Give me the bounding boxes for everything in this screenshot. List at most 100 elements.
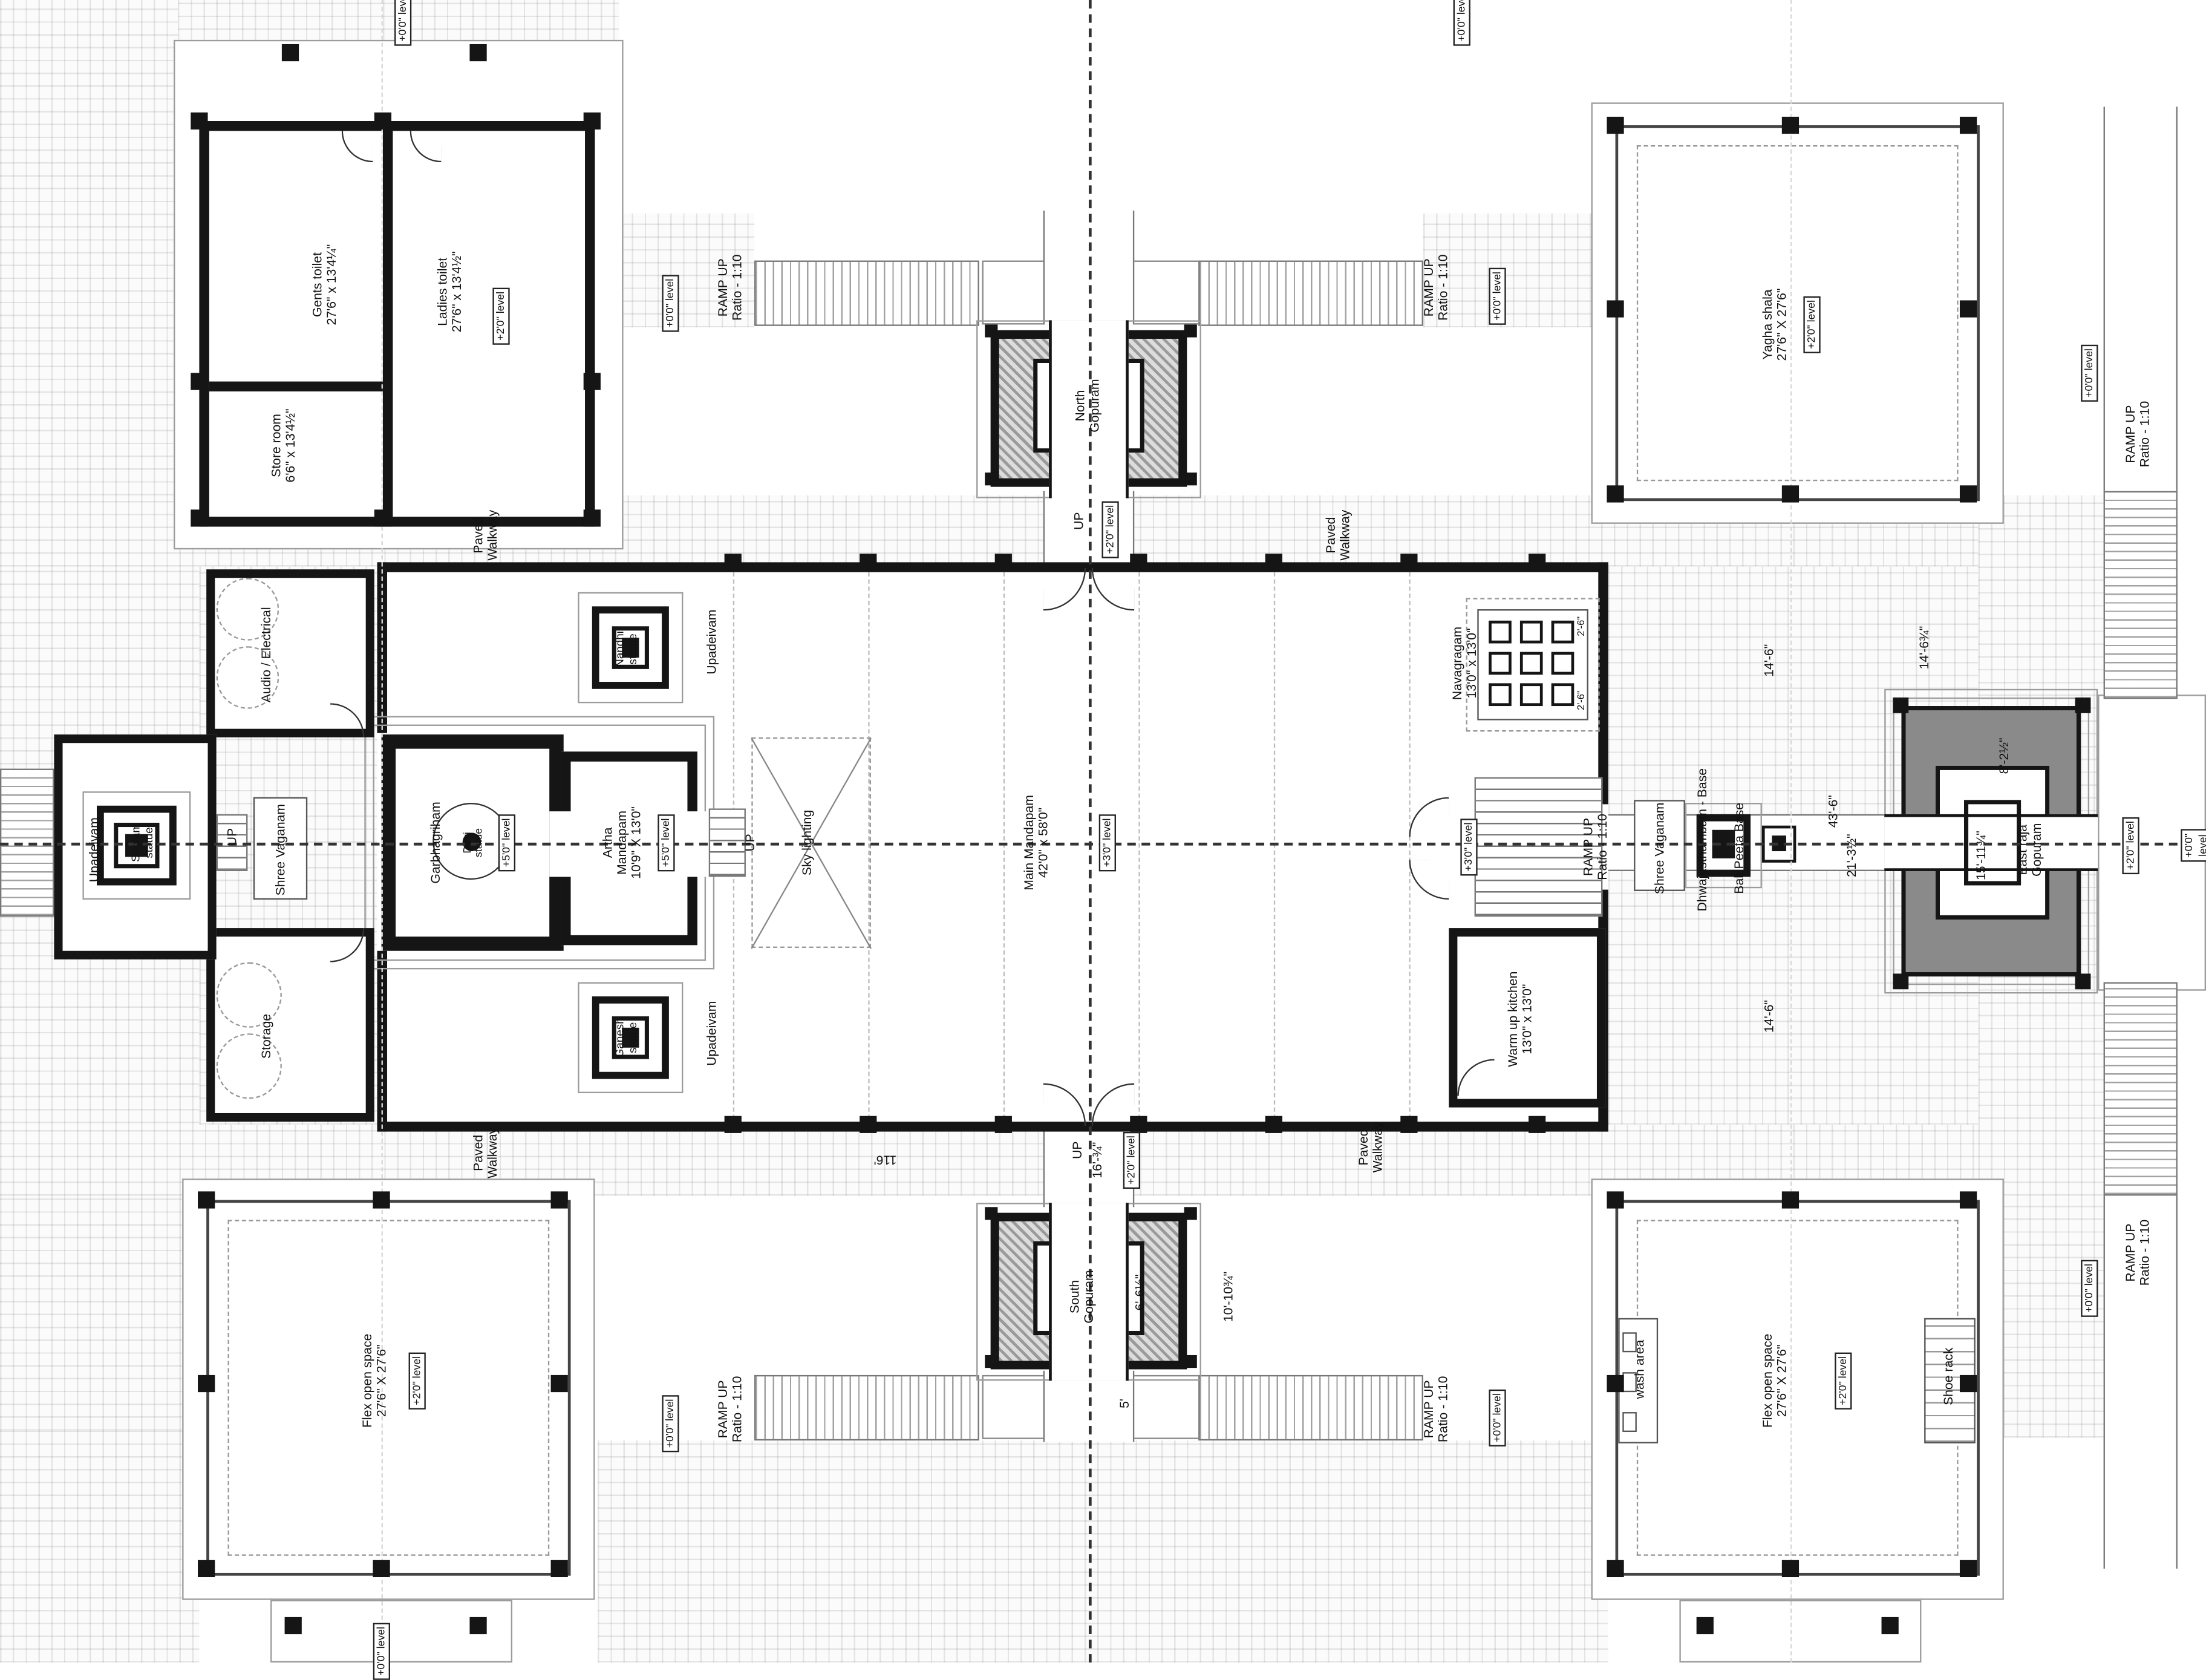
- label-level-east-north: +0'0" level: [2081, 344, 2098, 402]
- label-nandhi-statue: Nandhi statue: [613, 631, 639, 667]
- column: [724, 1116, 742, 1133]
- column: [191, 509, 208, 527]
- label-ganesh-statue: Ganesh statue: [613, 1018, 639, 1058]
- label-level-north-corridor: +2'0" level: [1101, 500, 1119, 558]
- label-flex-open-space-sw: Flex open space 27'6" X 27'6": [360, 1333, 389, 1428]
- column: [1781, 1560, 1800, 1578]
- column: [985, 472, 998, 486]
- column: [469, 1616, 487, 1635]
- ganesh-shrine-core: [622, 1027, 639, 1048]
- column: [583, 509, 601, 527]
- label-level-east-south: +0'0" level: [2081, 1259, 2098, 1317]
- column: [2075, 973, 2091, 990]
- label-paved-walkway-se: Paved Walkway: [1356, 1122, 1385, 1173]
- paving-bottom-left: [0, 1430, 200, 1663]
- label-dim-8-2: 8'-2½": [1997, 737, 2011, 774]
- column: [1607, 1560, 1624, 1578]
- dhwajasthambam-base: [1696, 814, 1751, 877]
- column: [550, 1191, 568, 1209]
- statue-core: [462, 832, 481, 852]
- column: [1959, 116, 1977, 134]
- column: [2075, 697, 2091, 713]
- construction-line: [381, 0, 383, 1663]
- column: [1893, 973, 1909, 990]
- column: [1529, 554, 1546, 571]
- navagragam-dashed-outline: [1466, 598, 1600, 732]
- label-ladies-toilet: Ladies toilet 27'6" x 13'4½": [435, 251, 465, 333]
- label-paved-walkway-ne: Paved Walkway: [1323, 509, 1353, 561]
- column: [550, 1560, 568, 1578]
- label-paved-walkway-sw: Paved Walkway: [471, 1127, 500, 1178]
- column: [583, 112, 601, 130]
- column: [994, 554, 1012, 571]
- column: [1607, 1374, 1624, 1393]
- label-artha-mandapam: Artha Mandapam 10'9" X 13'0": [600, 806, 644, 879]
- skylight-box: [751, 737, 871, 949]
- column: [1400, 1116, 1418, 1133]
- axis-vertical: [1088, 0, 1092, 1663]
- shree-vaganam-platform-east: [1634, 800, 1685, 891]
- column: [374, 509, 392, 527]
- storage-dashed-circle: [216, 1033, 282, 1099]
- column: [985, 324, 998, 338]
- label-level-east-gopuram: +2'0" level: [2122, 817, 2139, 875]
- column: [1184, 1207, 1197, 1220]
- label-upadeivam-west: Upadeivam: [86, 817, 101, 883]
- label-level-bottom-left: +0'0" level: [373, 1622, 390, 1680]
- label-level-east-entry: +0'0" level: [2181, 829, 2206, 862]
- label-shoe-rack: Shoe rack: [1941, 1347, 1956, 1405]
- label-ramp-up-interior: RAMP UP Ratio - 1:10: [1581, 814, 1610, 880]
- ramp-east-upper: [2103, 491, 2178, 699]
- column-grid-line: [868, 572, 870, 1119]
- column-grid-line: [1138, 572, 1140, 1119]
- column: [1781, 485, 1800, 503]
- paving-bottom-center: [598, 1440, 1608, 1663]
- label-bali-peeta: Bali Peeta Base: [1732, 802, 1746, 894]
- column: [1959, 1191, 1977, 1209]
- label-level-artha: +5'0" level: [658, 814, 674, 872]
- column: [1959, 300, 1977, 318]
- column: [469, 44, 487, 62]
- column: [1881, 1616, 1899, 1635]
- column: [198, 1560, 215, 1578]
- column: [1893, 697, 1909, 713]
- column: [281, 44, 299, 62]
- label-level-toilet: +2'0" level: [492, 287, 510, 345]
- column: [724, 554, 742, 571]
- column: [1400, 554, 1418, 571]
- label-dim-10-10: 10'-10¾": [1221, 1271, 1236, 1322]
- navagraha-cell: [1519, 652, 1543, 675]
- label-paved-walkway-nw: Paved Walkway: [471, 509, 500, 561]
- column: [1959, 1374, 1977, 1393]
- navagraha-cell: [1519, 620, 1543, 644]
- column: [191, 112, 208, 130]
- label-up-north: UP: [1071, 512, 1086, 530]
- label-level-sanctum: +5'0" level: [498, 814, 515, 872]
- flex-se-grid: [1636, 1220, 1959, 1556]
- ganesh-shrine-mid: [612, 1016, 649, 1059]
- ramp-south-east: [1198, 1374, 1423, 1441]
- paving-north-apron-west: [619, 213, 755, 328]
- label-ramp-up-east-south: RAMP UP Ratio - 1:10: [2123, 1219, 2152, 1286]
- label-dim-16: 16'-¾": [1090, 1142, 1105, 1178]
- column-grid-line: [1273, 572, 1276, 1119]
- column: [985, 1207, 998, 1220]
- label-ramp-up-east-north: RAMP UP Ratio - 1:10: [2123, 400, 2152, 468]
- label-ramp-up-north-west: RAMP UP Ratio - 1:10: [716, 254, 745, 321]
- navagraha-cell: [1489, 683, 1512, 707]
- label-dim-6-6: 6'-6½": [1132, 1274, 1147, 1311]
- label-dim-5: 5': [1117, 1399, 1132, 1408]
- paving-top-left-corner: [0, 0, 200, 292]
- audio-dashed-circle: [216, 646, 279, 709]
- label-level-ramp-ne: +0'0" level: [1489, 267, 1506, 325]
- column: [198, 1191, 215, 1209]
- label-level-ramp-sw: +0'0" level: [662, 1394, 679, 1453]
- label-dim-116: 116': [873, 1152, 897, 1168]
- column: [985, 1355, 998, 1368]
- label-warm-up-kitchen: Warm up kitchen 13'0" x 13'0": [1506, 971, 1535, 1067]
- label-shree-vaganam-east: Shree Vaganam: [1652, 802, 1667, 895]
- column: [1696, 1616, 1714, 1635]
- label-garbhagriham: Garbhagriham: [428, 802, 443, 884]
- flex-sw-grid: [227, 1220, 550, 1556]
- label-main-mandapam: Main Mandapam 42'0" x 58'0": [1022, 795, 1051, 891]
